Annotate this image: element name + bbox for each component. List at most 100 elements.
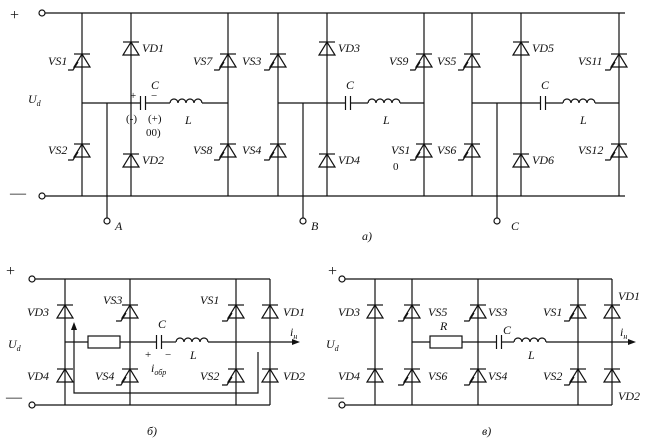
label-vd1-b: VD1 bbox=[283, 305, 305, 319]
label-vd4-a: VD4 bbox=[338, 153, 360, 167]
thyristor-vs4-a bbox=[263, 143, 287, 161]
reverse-current-arrow-b bbox=[71, 322, 77, 330]
thyristor-vs10-a bbox=[409, 143, 433, 161]
label-vs4-b: VS4 bbox=[95, 369, 114, 383]
polarity-minus-b: − bbox=[165, 349, 171, 361]
label-vs1-v: VS1 bbox=[543, 305, 562, 319]
label-vs2-a: VS2 bbox=[48, 143, 67, 157]
cap-label-v: C bbox=[503, 323, 512, 337]
label-vd2-a: VD2 bbox=[142, 153, 164, 167]
diagram-b: + — Ud iн VD3 VD4 VS3 VS4 VS1 VS2 VD1 bbox=[5, 263, 305, 438]
caption-v: в) bbox=[482, 424, 491, 438]
minus-terminal-a bbox=[38, 192, 46, 200]
diagram-a: + — Ud bbox=[9, 7, 628, 243]
label-vs2-b: VS2 bbox=[200, 369, 219, 383]
label-vs2-v: VS2 bbox=[543, 369, 562, 383]
label-vd4-v: VD4 bbox=[338, 369, 360, 383]
label-vs11-a: VS11 bbox=[578, 54, 602, 68]
polarity-note-left: (-) bbox=[126, 113, 137, 125]
plus-terminal-a bbox=[38, 9, 46, 17]
minus-terminal-b bbox=[28, 401, 36, 409]
label-vd2-b: VD2 bbox=[283, 369, 305, 383]
label-vs3-a: VS3 bbox=[242, 54, 261, 68]
thyristor-vs1-v bbox=[563, 304, 587, 322]
minus-sign-v: — bbox=[327, 389, 345, 406]
capacitor-a2 bbox=[344, 95, 352, 111]
label-vs4-a: VS4 bbox=[242, 143, 261, 157]
thyristor-vs6-v bbox=[397, 368, 421, 386]
thyristor-vs8-a bbox=[213, 143, 237, 161]
label-vs5-v: VS5 bbox=[428, 305, 447, 319]
output-label-b: B bbox=[311, 219, 319, 233]
caption-a: а) bbox=[362, 229, 372, 243]
thyristor-vs3-a bbox=[263, 53, 287, 71]
capacitor-v bbox=[495, 334, 503, 350]
polarity-plus-a1: + bbox=[130, 90, 136, 102]
thyristor-vs2-v bbox=[563, 368, 587, 386]
thyristor-vs1-b bbox=[221, 304, 245, 322]
label-vs3-v: VS3 bbox=[488, 305, 507, 319]
load-current-arrow-v bbox=[628, 339, 636, 345]
cap-label-a3: C bbox=[541, 78, 550, 92]
polarity-note-right: (+) bbox=[148, 113, 162, 125]
thyristor-vs2-a bbox=[67, 143, 91, 161]
label-vs1-a: VS1 bbox=[48, 54, 67, 68]
label-vd3-v: VD3 bbox=[338, 305, 360, 319]
label-vs5-a: VS5 bbox=[437, 54, 456, 68]
label-vd2-v: VD2 bbox=[618, 389, 640, 403]
res-label-v: R bbox=[439, 319, 448, 333]
inductor-a2 bbox=[367, 98, 401, 104]
label-vd4-b: VD4 bbox=[27, 369, 49, 383]
output-label-c: C bbox=[511, 219, 520, 233]
plus-sign-v: + bbox=[328, 263, 337, 280]
thyristor-vs5-v bbox=[397, 304, 421, 322]
output-terminal-a bbox=[103, 217, 111, 225]
thyristor-vs9-a bbox=[409, 53, 433, 71]
cap-label-b: C bbox=[158, 317, 167, 331]
thyristor-vs11-a bbox=[604, 53, 628, 71]
label-vs8-a: VS8 bbox=[193, 143, 212, 157]
minus-sign-a: — bbox=[9, 185, 27, 202]
label-vd6-a: VD6 bbox=[532, 153, 554, 167]
in-label-v: iн bbox=[620, 325, 627, 341]
resistor-b bbox=[87, 335, 121, 349]
inductor-v bbox=[513, 337, 547, 343]
thyristor-vs2-b bbox=[221, 368, 245, 386]
resistor-v bbox=[429, 335, 463, 349]
thyristor-vs12-a bbox=[604, 143, 628, 161]
ud-label-b: Ud bbox=[8, 337, 22, 353]
load-current-arrow-b bbox=[292, 339, 300, 345]
thyristor-vs7-a bbox=[213, 53, 237, 71]
label-vs7-a: VS7 bbox=[193, 54, 213, 68]
thyristor-vs5-a bbox=[457, 53, 481, 71]
output-label-a: A bbox=[114, 219, 123, 233]
thyristor-vs3-v bbox=[463, 304, 487, 322]
ind-label-b: L bbox=[189, 348, 197, 362]
minus-sign-b: — bbox=[5, 389, 23, 406]
thyristor-vs1-a bbox=[67, 53, 91, 71]
cap-label-a2: C bbox=[346, 78, 355, 92]
polarity-note-00: 00) bbox=[146, 127, 161, 139]
thyristor-vs4-b bbox=[115, 368, 139, 386]
plus-sign-a: + bbox=[10, 7, 19, 24]
label-vd5-a: VD5 bbox=[532, 41, 554, 55]
in-label-b: iн bbox=[290, 325, 297, 341]
label-vs9-a: VS9 bbox=[389, 54, 408, 68]
capacitor-b bbox=[155, 334, 163, 350]
label-vd1-v: VD1 bbox=[618, 289, 640, 303]
label-vs6-v: VS6 bbox=[428, 369, 447, 383]
plus-terminal-v bbox=[338, 275, 346, 283]
ud-label-a: Ud bbox=[28, 92, 42, 108]
plus-sign-b: + bbox=[6, 263, 15, 280]
inductor-a1 bbox=[169, 98, 203, 104]
label-vd1-a: VD1 bbox=[142, 41, 164, 55]
diagram-v: + — Ud iн VD3 VD4 VS5 VS6 VS3 VS4 VS1 V bbox=[326, 263, 640, 438]
capacitor-a3 bbox=[539, 95, 547, 111]
cap-label-a1: C bbox=[151, 78, 160, 92]
output-terminal-c bbox=[493, 217, 501, 225]
polarity-plus-b: + bbox=[145, 349, 151, 361]
label-vs4-v: VS4 bbox=[488, 369, 507, 383]
label-vs1-b: VS1 bbox=[200, 293, 219, 307]
ud-label-v: Ud bbox=[326, 337, 340, 353]
